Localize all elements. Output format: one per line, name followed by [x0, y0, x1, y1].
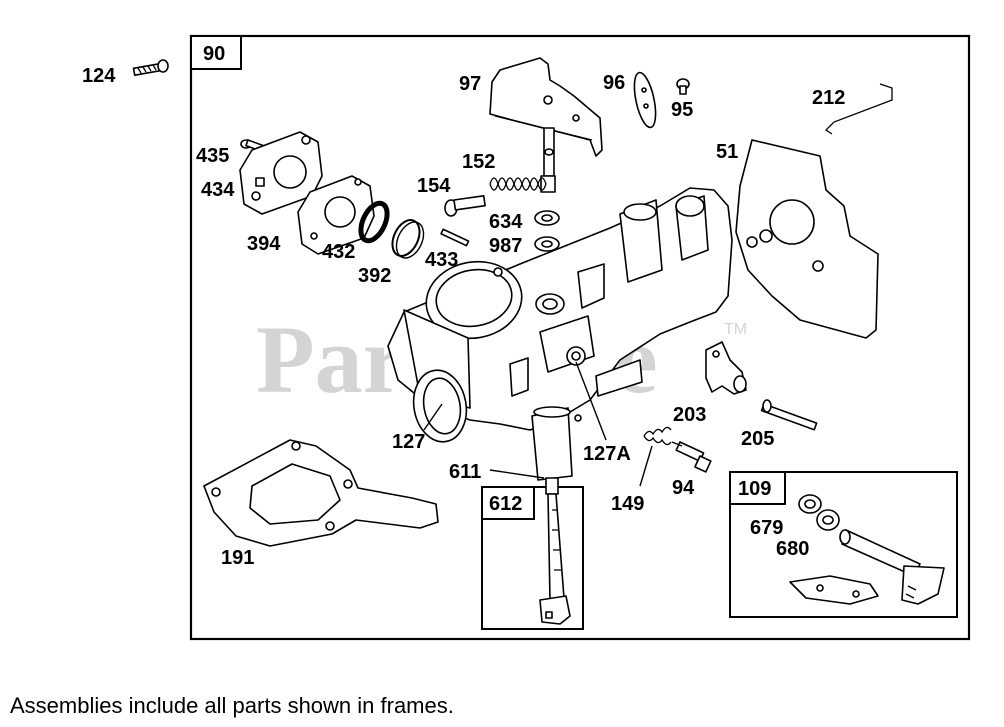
label-680: 680 [776, 538, 809, 560]
label-96: 96 [603, 72, 625, 94]
label-97: 97 [459, 73, 481, 95]
label-95: 95 [671, 99, 693, 121]
o-ring-drawing [358, 200, 390, 244]
label-152: 152 [462, 151, 495, 173]
frame-90-label: 90 [203, 43, 225, 65]
label-392: 392 [358, 265, 391, 287]
gasket-51-drawing [735, 139, 879, 339]
carburetor-body-127-drawing [387, 187, 733, 481]
frame-612-tag [481, 486, 535, 520]
label-127a: 127A [583, 443, 631, 465]
label-679: 679 [750, 517, 783, 539]
label-611: 611 [449, 461, 481, 483]
frame-109 [729, 471, 958, 618]
plate-434-drawing [239, 131, 323, 215]
screw-95-drawing [676, 78, 690, 95]
screw-124-drawing [132, 59, 169, 77]
label-203: 203 [673, 404, 706, 426]
label-205: 205 [741, 428, 774, 450]
pin-433-drawing [440, 228, 470, 247]
spring-149-drawing [643, 426, 672, 446]
spring-152-drawing [489, 177, 547, 191]
frame-109-label: 109 [738, 478, 771, 500]
leader-127a [575, 361, 607, 441]
label-127: 127 [392, 431, 425, 453]
ring-392-drawing [391, 219, 421, 257]
link-212-drawing [824, 83, 893, 135]
pickup-tube-612-drawing [539, 477, 571, 625]
frame-90 [189, 34, 971, 641]
leader-611 [489, 469, 545, 479]
screw-154-drawing [444, 195, 486, 217]
bracket-97-drawing [489, 57, 603, 193]
assemblies-note: Assemblies include all parts shown in fr… [10, 693, 454, 718]
label-124: 124 [82, 65, 116, 87]
lever-203-drawing [705, 341, 747, 395]
label-191: 191 [221, 547, 254, 569]
label-433: 433 [425, 249, 458, 271]
leader-149 [639, 445, 653, 487]
label-94: 94 [672, 477, 695, 499]
label-435: 435 [196, 145, 229, 167]
gasket-191-drawing [203, 439, 439, 547]
label-394: 394 [247, 233, 281, 255]
needle-94-drawing [671, 441, 712, 473]
gasket-432-drawing [297, 175, 375, 255]
throttle-plate-96-drawing [633, 71, 657, 129]
label-634: 634 [489, 211, 523, 233]
label-149: 149 [611, 493, 644, 515]
label-432: 432 [322, 241, 355, 263]
frame-612-label: 612 [489, 493, 522, 515]
label-434: 434 [201, 179, 235, 201]
frame-90-tag [190, 35, 242, 70]
choke-109-drawing [789, 494, 945, 605]
label-212: 212 [812, 87, 845, 109]
label-154: 154 [417, 175, 451, 197]
frame-109-tag [729, 471, 786, 505]
watermark-tm: TM [724, 321, 747, 338]
label-51: 51 [716, 141, 738, 163]
shaft-205-drawing [760, 399, 818, 431]
leader-127 [423, 403, 443, 431]
label-987: 987 [489, 235, 522, 257]
